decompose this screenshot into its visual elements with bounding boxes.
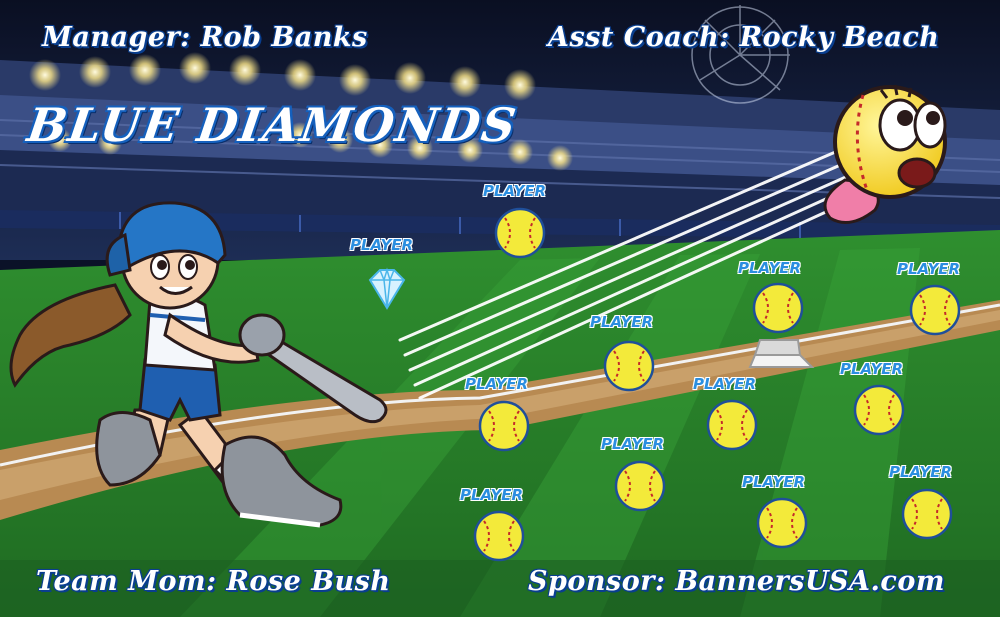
player-label: PLAYER [738, 259, 802, 277]
player-label: PLAYER [897, 260, 961, 278]
player-label: PLAYER [483, 182, 547, 200]
softball-icon [853, 384, 905, 436]
softball-icon [901, 488, 953, 540]
player-label: PLAYER [742, 473, 806, 491]
softball-icon [752, 282, 804, 334]
player-label: PLAYER [601, 435, 665, 453]
player-label: PLAYER [460, 486, 524, 504]
player-label: PLAYER [590, 313, 654, 331]
player-label: PLAYER [350, 236, 414, 254]
softball-icon [614, 460, 666, 512]
player-label: PLAYER [889, 463, 953, 481]
player-label: PLAYER [693, 375, 757, 393]
softball-icon [494, 207, 546, 259]
softball-icon [909, 284, 961, 336]
softball-character-illustration [823, 84, 947, 224]
team-mom-name: Team Mom: Rose Bush [36, 566, 391, 597]
softball-icon [478, 400, 530, 452]
softball-icon [603, 340, 655, 392]
player-label: PLAYER [465, 375, 529, 393]
sponsor-name: Sponsor: BannersUSA.com [528, 566, 945, 597]
team-name: BLUE DIAMONDS [24, 98, 521, 152]
softball-icon [756, 497, 808, 549]
diamond-icon [368, 267, 406, 310]
softball-icon [706, 399, 758, 451]
softball-icon [473, 510, 525, 562]
player-label: PLAYER [840, 360, 904, 378]
assistant-coach-name: Asst Coach: Rocky Beach [548, 22, 940, 53]
softball-batter-illustration [9, 201, 388, 528]
manager-name: Manager: Rob Banks [42, 22, 368, 53]
